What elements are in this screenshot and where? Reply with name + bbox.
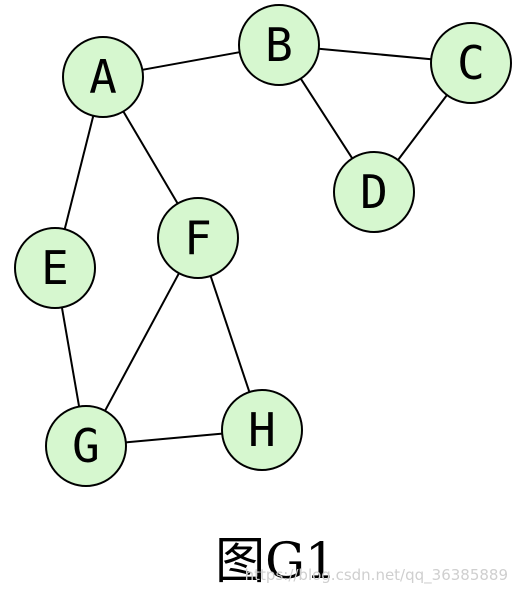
edge-e-g	[60, 307, 81, 407]
graph-nodes: A B C D E F G H	[14, 4, 512, 487]
watermark: https://blog.csdn.net/qq_36385889	[245, 566, 508, 585]
node-e: E	[14, 227, 96, 309]
edge-b-d	[299, 78, 354, 159]
node-a-circle	[62, 36, 144, 118]
node-f-label: F	[184, 211, 212, 265]
node-e-label: E	[41, 241, 69, 295]
edge-g-h	[125, 432, 223, 444]
node-c-label: C	[457, 36, 485, 90]
edge-a-b	[142, 51, 240, 71]
edge-f-g	[104, 272, 180, 412]
node-e-circle	[14, 227, 96, 309]
node-g: G	[45, 405, 127, 487]
node-h-circle	[221, 389, 303, 471]
node-g-label: G	[72, 419, 100, 473]
graph-edges	[60, 47, 448, 444]
edge-c-d	[397, 94, 448, 161]
node-d: D	[333, 151, 415, 233]
node-f: F	[157, 197, 239, 279]
node-b-circle	[238, 4, 320, 86]
edge-a-f	[122, 110, 179, 205]
node-b: B	[238, 4, 320, 86]
node-c-circle	[430, 22, 512, 104]
node-g-circle	[45, 405, 127, 487]
diagram-caption: 图G1	[215, 532, 337, 590]
node-b-label: B	[265, 18, 293, 72]
node-f-circle	[157, 197, 239, 279]
node-a-label: A	[89, 50, 117, 104]
edge-b-c	[318, 47, 432, 61]
node-d-label: D	[360, 165, 388, 219]
node-c: C	[430, 22, 512, 104]
node-h: H	[221, 389, 303, 471]
edge-a-e	[63, 115, 95, 230]
edge-f-h	[209, 275, 251, 393]
node-h-label: H	[248, 403, 276, 457]
node-a: A	[62, 36, 144, 118]
node-d-circle	[333, 151, 415, 233]
